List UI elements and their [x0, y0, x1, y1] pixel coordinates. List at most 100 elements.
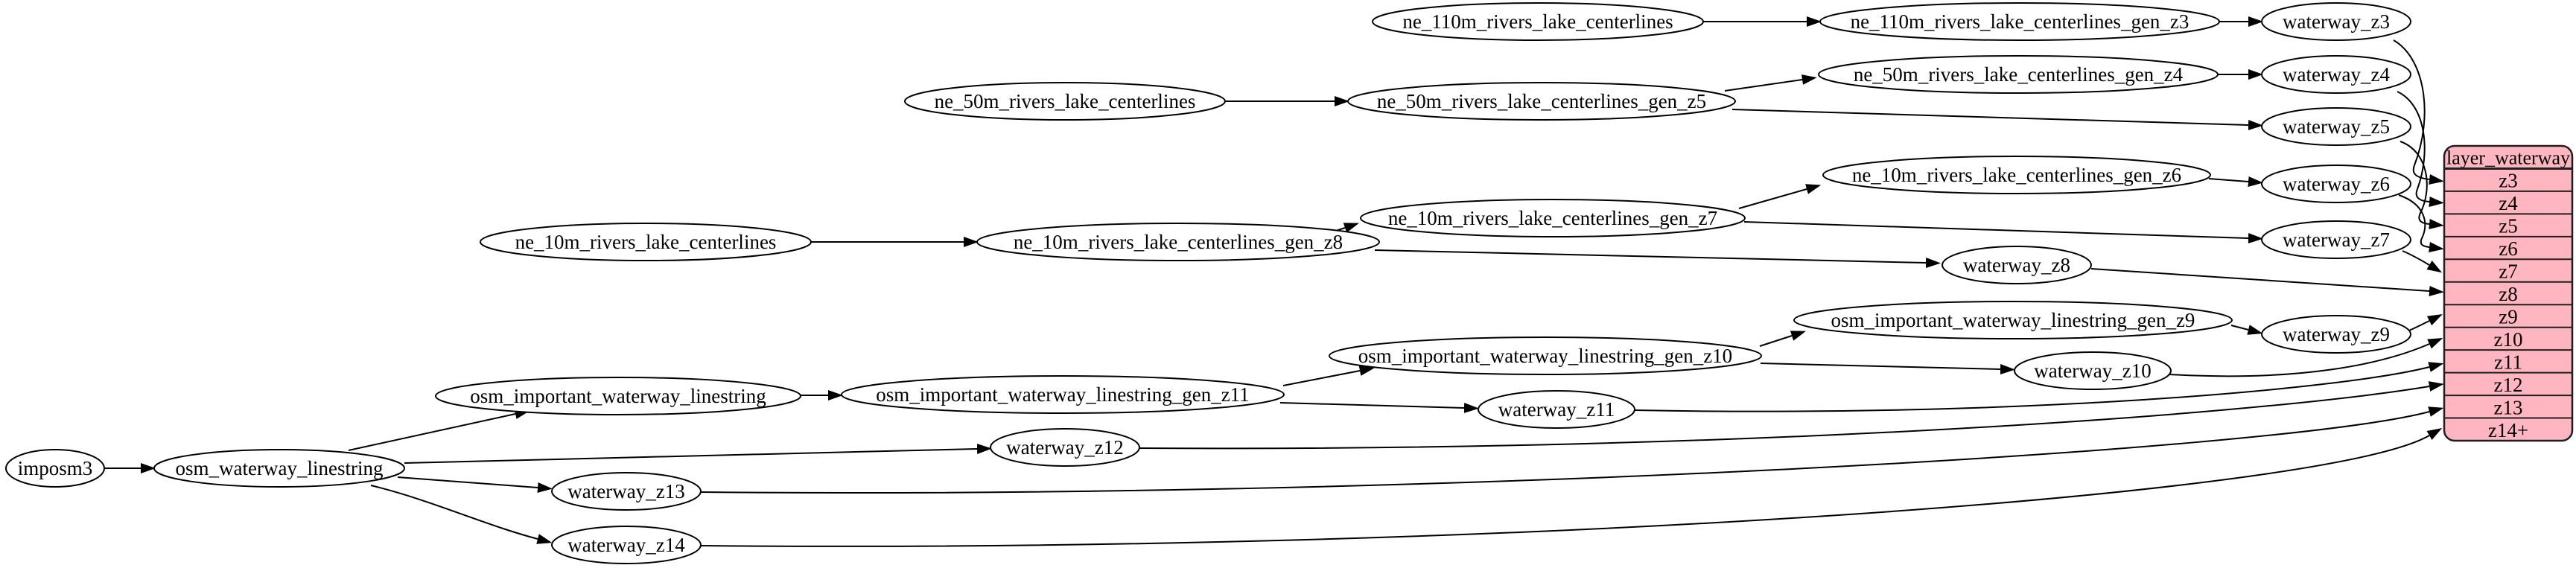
node-label: waterway_z4	[2283, 63, 2390, 86]
node-label: imposm3	[18, 457, 93, 479]
node-waterway_z5: waterway_z5	[2261, 107, 2411, 146]
node-shape	[1347, 82, 1736, 121]
node-shape	[1478, 390, 1635, 429]
node-waterway_z10: waterway_z10	[2014, 351, 2172, 390]
node-label: ne_50m_rivers_lake_centerlines_gen_z5	[1377, 90, 1706, 112]
edge-waterway_z4--layer_waterway.z4	[2397, 91, 2444, 207]
nodes-layer: imposm3 osm_waterway_linestring ne_110m_ri…	[5, 2, 2411, 564]
node-shape	[1941, 246, 2092, 284]
record-row-z14+: z14+	[2488, 419, 2528, 441]
node-shape	[2014, 351, 2172, 390]
node-osm_important_waterway_linestring_gen_z11: osm_important_waterway_linestring_gen_z1…	[841, 375, 1285, 414]
node-label: ne_50m_rivers_lake_centerlines_gen_z4	[1854, 63, 2184, 86]
node-label: ne_10m_rivers_lake_centerlines_gen_z8	[1014, 231, 1343, 253]
node-shape	[1360, 199, 1746, 237]
node-shape	[990, 428, 1140, 467]
node-shape	[1818, 55, 2219, 94]
record-row-z5: z5	[2499, 215, 2517, 237]
node-waterway_z7: waterway_z7	[2261, 220, 2411, 259]
record-row-z4: z4	[2499, 192, 2518, 214]
node-waterway_z11: waterway_z11	[1478, 390, 1635, 429]
record-row-z9: z9	[2499, 305, 2517, 328]
node-waterway_z13: waterway_z13	[551, 472, 702, 511]
node-label: waterway_z13	[567, 480, 684, 502]
node-shape	[1329, 336, 1762, 375]
node-ne_50m_rivers_lake_centerlines: ne_50m_rivers_lake_centerlines	[904, 82, 1226, 121]
record-row-z12: z12	[2494, 374, 2523, 396]
node-waterway_z8: waterway_z8	[1941, 246, 2092, 284]
node-waterway_z14: waterway_z14	[551, 526, 702, 564]
node-label: waterway_z10	[2034, 360, 2151, 382]
node-ne_10m_rivers_lake_centerlines: ne_10m_rivers_lake_centerlines	[480, 223, 812, 261]
edge-waterway_z10--layer_waterway.z10	[2169, 338, 2443, 377]
edge-osm_waterway_linestring--waterway_z12	[404, 444, 992, 464]
node-imposm3: imposm3	[5, 449, 105, 488]
record-row-z13: z13	[2494, 396, 2523, 418]
edge-osm_waterway_linestring--waterway_z13	[397, 476, 553, 493]
record-row-z7: z7	[2499, 261, 2517, 283]
edges-layer	[101, 16, 2444, 547]
node-label: waterway_z12	[1006, 436, 1123, 459]
node-shape	[1822, 156, 2211, 194]
node-ne_10m_rivers_lake_centerlines_gen_z6: ne_10m_rivers_lake_centerlines_gen_z6	[1822, 156, 2211, 194]
node-ne_110m_rivers_lake_centerlines_gen_z3: ne_110m_rivers_lake_centerlines_gen_z3	[1819, 2, 2220, 41]
node-label: waterway_z3	[2283, 10, 2390, 33]
edge-osm_important_waterway_linestring_gen_z9--waterway_z9	[2230, 325, 2263, 335]
edge-osm_important_waterway_linestring_gen_z11--waterway_z11	[1279, 402, 1479, 413]
node-label: ne_10m_rivers_lake_centerlines_gen_z6	[1852, 164, 2181, 186]
edge-osm_important_waterway_linestring_gen_z10--osm_important_waterway_linestring_gen_z9	[1759, 331, 1807, 347]
node-shape	[153, 449, 405, 488]
node-label: ne_10m_rivers_lake_centerlines	[515, 231, 777, 253]
edge-osm_important_waterway_linestring_gen_z11--osm_important_waterway_linestring_gen_z10	[1282, 366, 1375, 386]
record-row-z3: z3	[2499, 170, 2517, 192]
node-shape	[2261, 2, 2411, 41]
edge-waterway_z9--layer_waterway.z9	[2408, 314, 2443, 331]
node-shape	[2261, 220, 2411, 259]
node-shape	[2261, 165, 2411, 203]
node-label: ne_110m_rivers_lake_centerlines_gen_z3	[1851, 10, 2189, 33]
edge-waterway_z14--layer_waterway.z14+	[700, 428, 2443, 547]
node-ne_110m_rivers_lake_centerlines: ne_110m_rivers_lake_centerlines	[1372, 2, 1704, 41]
node-waterway_z9: waterway_z9	[2261, 315, 2411, 354]
node-ne_10m_rivers_lake_centerlines_gen_z8: ne_10m_rivers_lake_centerlines_gen_z8	[976, 223, 1380, 261]
node-label: waterway_z8	[1963, 254, 2070, 276]
edge-ne_10m_rivers_lake_centerlines_gen_z7--waterway_z7	[1743, 221, 2263, 243]
node-label: ne_110m_rivers_lake_centerlines	[1402, 10, 1673, 33]
node-shape	[551, 526, 702, 564]
node-shape	[1819, 2, 2220, 41]
node-waterway_z12: waterway_z12	[990, 428, 1140, 467]
record-row-z6: z6	[2499, 237, 2517, 260]
node-label: osm_waterway_linestring	[176, 457, 384, 479]
node-label: osm_important_waterway_linestring	[470, 385, 766, 407]
node-shape	[1793, 301, 2233, 339]
record-row-z10: z10	[2494, 328, 2523, 351]
node-label: osm_important_waterway_linestring_gen_z1…	[1358, 345, 1732, 367]
node-shape	[841, 375, 1285, 414]
node-waterway_z3: waterway_z3	[2261, 2, 2411, 41]
edge-ne_50m_rivers_lake_centerlines_gen_z5--waterway_z5	[1731, 109, 2263, 130]
node-shape	[480, 223, 812, 261]
node-shape	[904, 82, 1226, 121]
edge-waterway_z6--layer_waterway.z6	[2398, 194, 2444, 252]
edge-osm_important_waterway_linestring_gen_z10--waterway_z10	[1760, 363, 2015, 374]
node-osm_important_waterway_linestring: osm_important_waterway_linestring	[435, 377, 801, 415]
node-osm_waterway_linestring: osm_waterway_linestring	[153, 449, 405, 488]
node-label: ne_50m_rivers_lake_centerlines	[935, 90, 1196, 112]
edge-waterway_z5--layer_waterway.z5	[2400, 141, 2444, 229]
edge-waterway_z13--layer_waterway.z13	[700, 406, 2444, 494]
edge-ne_10m_rivers_lake_centerlines_gen_z8--waterway_z8	[1374, 249, 1941, 268]
node-label: waterway_z14	[567, 534, 685, 556]
table-layer_waterway: layer_waterwayz3z4z5z6z7z8z9z10z11z12z13…	[2443, 144, 2574, 442]
edge-osm_waterway_linestring--osm_important_waterway_linestring	[348, 409, 530, 451]
node-ne_50m_rivers_lake_centerlines_gen_z5: ne_50m_rivers_lake_centerlines_gen_z5	[1347, 82, 1736, 121]
node-label: osm_important_waterway_linestring_gen_z9	[1831, 309, 2195, 331]
node-shape	[2261, 315, 2411, 354]
node-label: waterway_z11	[1498, 398, 1615, 421]
edge-waterway_z11--layer_waterway.z11	[1634, 362, 2444, 412]
node-shape	[551, 472, 702, 511]
edge-waterway_z3--layer_waterway.z3	[2393, 39, 2444, 185]
node-label: osm_important_waterway_linestring_gen_z1…	[876, 383, 1249, 406]
node-shape	[2261, 55, 2411, 94]
edge-osm_waterway_linestring--waterway_z14	[370, 485, 553, 544]
